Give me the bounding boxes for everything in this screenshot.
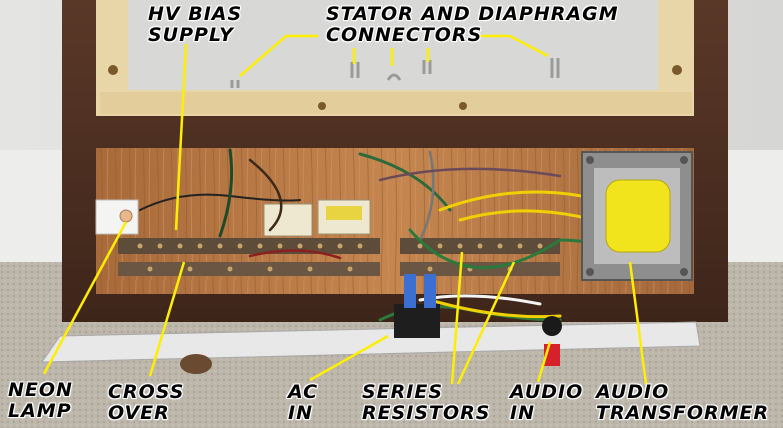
fuse-holder [404, 274, 416, 308]
screw [672, 65, 682, 75]
crossover-capacitor-label [326, 206, 362, 220]
terminal-board-lower [118, 262, 380, 276]
label-hv-bias-line1: HV BIAS [148, 3, 243, 25]
label-hv-bias-line2: SUPPLY [148, 24, 234, 46]
screw [586, 268, 594, 276]
label-audio-transformer: AUDIO TRANSFORMER [596, 382, 769, 424]
label-audio-in-line1: AUDIO [510, 381, 584, 403]
label-audio-in: AUDIO IN [510, 382, 583, 424]
label-series-resistors: SERIES RESISTORS [362, 382, 490, 424]
label-cross-line2: OVER [108, 402, 170, 424]
terminal-board-left [118, 238, 380, 254]
label-audio-tx-line1: AUDIO [596, 381, 670, 403]
label-cross-line1: CROSS [108, 381, 185, 403]
label-crossover: CROSS OVER [108, 382, 184, 424]
leader-lines [42, 34, 648, 385]
label-neon-line1: NEON [8, 379, 73, 401]
baseboard-left [0, 150, 62, 262]
screw [318, 102, 326, 110]
label-neon-line2: LAMP [8, 400, 72, 422]
screw [459, 102, 467, 110]
neon-lamp [119, 209, 133, 223]
baseboard-right [728, 150, 783, 262]
stator-diaphragm-connectors [230, 58, 560, 88]
label-hv-bias-supply: HV BIAS SUPPLY [148, 4, 242, 46]
foot [180, 354, 212, 374]
screw [586, 156, 594, 164]
screw [680, 268, 688, 276]
fuse-holder [424, 274, 436, 308]
label-stator-line2: CONNECTORS [326, 24, 483, 46]
audio-transformer-winding [605, 179, 671, 253]
label-stator-line1: STATOR AND DIAPHRAGM [326, 3, 619, 25]
label-audio-in-line2: IN [510, 402, 535, 424]
screw [680, 156, 688, 164]
screw [108, 65, 118, 75]
label-ac-line1: AC [288, 381, 319, 403]
audio-in-jack [542, 316, 562, 336]
label-stator-diaphragm-connectors: STATOR AND DIAPHRAGM CONNECTORS [326, 4, 619, 46]
label-series-line1: SERIES [362, 381, 444, 403]
pine-rail-bottom [100, 92, 692, 114]
ac-inlet [394, 304, 440, 338]
label-neon-lamp: NEON LAMP [8, 380, 73, 422]
crossover-capacitor [263, 203, 313, 237]
label-ac-line2: IN [288, 402, 313, 424]
label-audio-tx-line2: TRANSFORMER [596, 402, 770, 424]
label-series-line2: RESISTORS [362, 402, 491, 424]
label-ac-in: AC IN [288, 382, 318, 424]
